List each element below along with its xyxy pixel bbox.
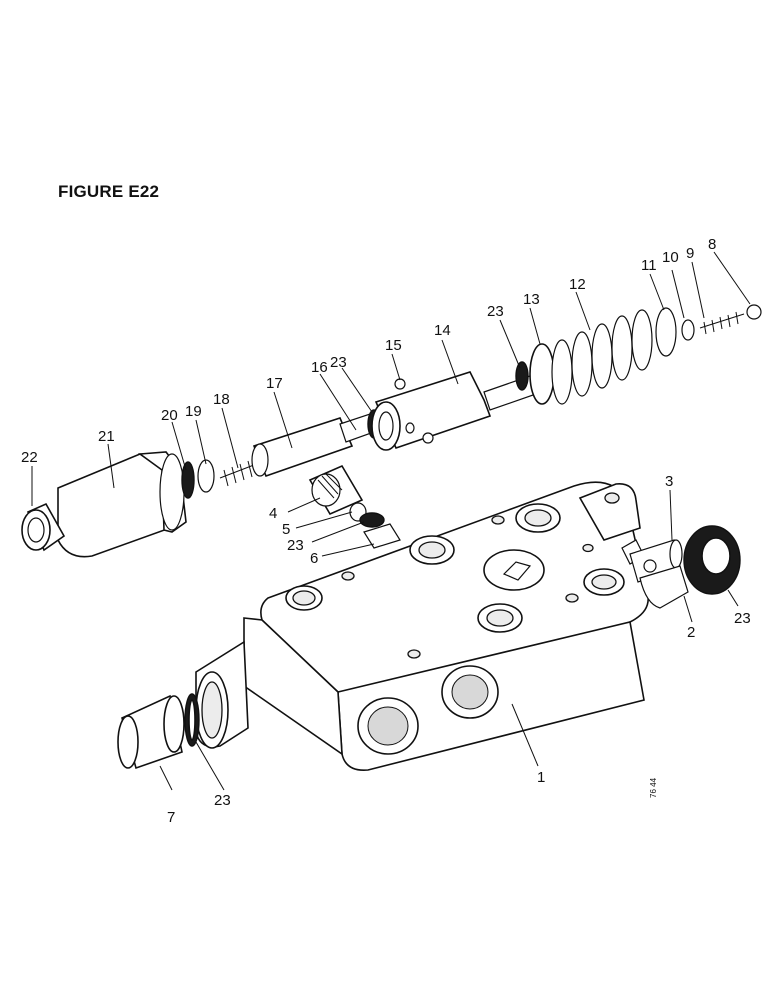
callout-6: 6 <box>310 550 318 567</box>
washer-part-11 <box>655 307 677 357</box>
callout-23-center: 23 <box>330 354 347 371</box>
callout-4: 4 <box>269 505 277 522</box>
callout-15: 15 <box>385 337 402 354</box>
callout-21: 21 <box>98 428 115 445</box>
plug-part-7 <box>117 694 185 770</box>
spring-part-9 <box>699 311 745 335</box>
callout-20: 20 <box>161 407 178 424</box>
washer-part-19 <box>197 459 215 493</box>
o-ring-part-23-upper <box>515 361 529 391</box>
callout-18: 18 <box>213 391 230 408</box>
callout-10: 10 <box>662 249 679 266</box>
callout-12: 12 <box>569 276 586 293</box>
callout-14: 14 <box>434 322 451 339</box>
callout-1: 1 <box>537 769 545 786</box>
ball-part-8 <box>746 304 762 320</box>
callout-11: 11 <box>641 257 657 274</box>
valve-body-part-1 <box>195 481 649 771</box>
relief-cap-part-21 <box>57 451 187 558</box>
cap-nut-part-22 <box>21 502 66 552</box>
washer-part-10 <box>681 319 695 341</box>
callout-9: 9 <box>686 245 694 262</box>
callout-5: 5 <box>282 521 290 538</box>
cap-part-2 <box>639 565 689 609</box>
callout-23-bottom-left: 23 <box>214 792 231 809</box>
spool-part-17 <box>251 413 375 478</box>
o-ring-small <box>359 512 385 528</box>
drawing-code: 76 44 <box>649 777 658 798</box>
callout-17: 17 <box>266 375 283 392</box>
callout-16: 16 <box>311 359 328 376</box>
callout-labels: 1 2 3 4 5 6 7 8 9 10 11 12 13 14 15 16 1… <box>21 236 751 826</box>
callout-7: 7 <box>167 809 175 826</box>
ball-part-15 <box>394 378 406 390</box>
callout-3: 3 <box>665 473 673 490</box>
callout-2: 2 <box>687 624 695 641</box>
spring-seat-part-13 <box>529 343 555 405</box>
callout-13: 13 <box>523 291 540 308</box>
callout-8: 8 <box>708 236 716 253</box>
callout-19: 19 <box>185 403 202 420</box>
seal-ring-right <box>683 525 741 595</box>
washer-part-20 <box>181 461 195 499</box>
callout-23-upper-right: 23 <box>487 303 504 320</box>
figure-title: FIGURE E22 <box>58 182 160 201</box>
seat-part-6 <box>363 523 401 549</box>
check-valve-part-4 <box>308 464 364 516</box>
leader-lines <box>31 251 751 791</box>
callout-22: 22 <box>21 449 38 466</box>
callout-23-right-seal: 23 <box>734 610 751 627</box>
callout-23-left-spool: 23 <box>287 537 304 554</box>
spring-part-12 <box>551 309 653 405</box>
